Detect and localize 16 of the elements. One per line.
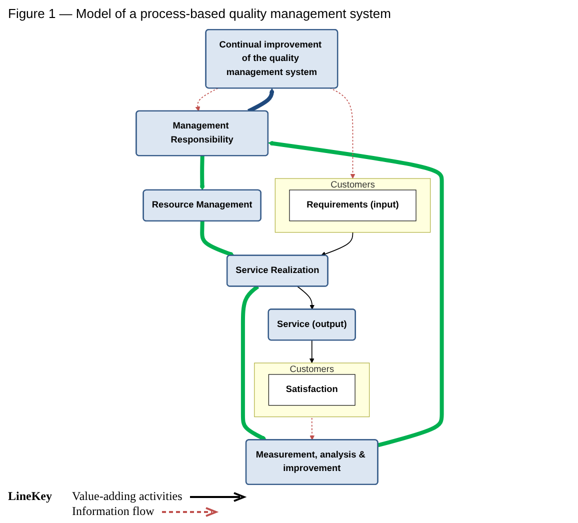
figure-title: Figure 1 — Model of a process-based quality management system xyxy=(8,6,392,21)
arrow xyxy=(297,286,315,310)
flowchart: Continual improvement of the quality management system Management Responsibility Customers Resource Management Requirements (input) Service Realization Service (output) Customers Satisfaction Measurement, analysis & improvement xyxy=(8,25,570,489)
legend-text: Information flow xyxy=(72,504,154,519)
arrow xyxy=(309,340,314,364)
arrow xyxy=(268,140,444,448)
legend-text: Value-adding activities xyxy=(72,489,182,504)
arrow xyxy=(200,221,235,257)
node-box xyxy=(289,190,416,222)
arrow xyxy=(200,156,205,190)
node-box xyxy=(268,374,356,406)
arrow xyxy=(330,88,356,179)
arrow xyxy=(240,284,267,441)
legend-heading: LineKey xyxy=(8,489,52,504)
cluster xyxy=(274,178,431,233)
cluster xyxy=(254,362,370,418)
